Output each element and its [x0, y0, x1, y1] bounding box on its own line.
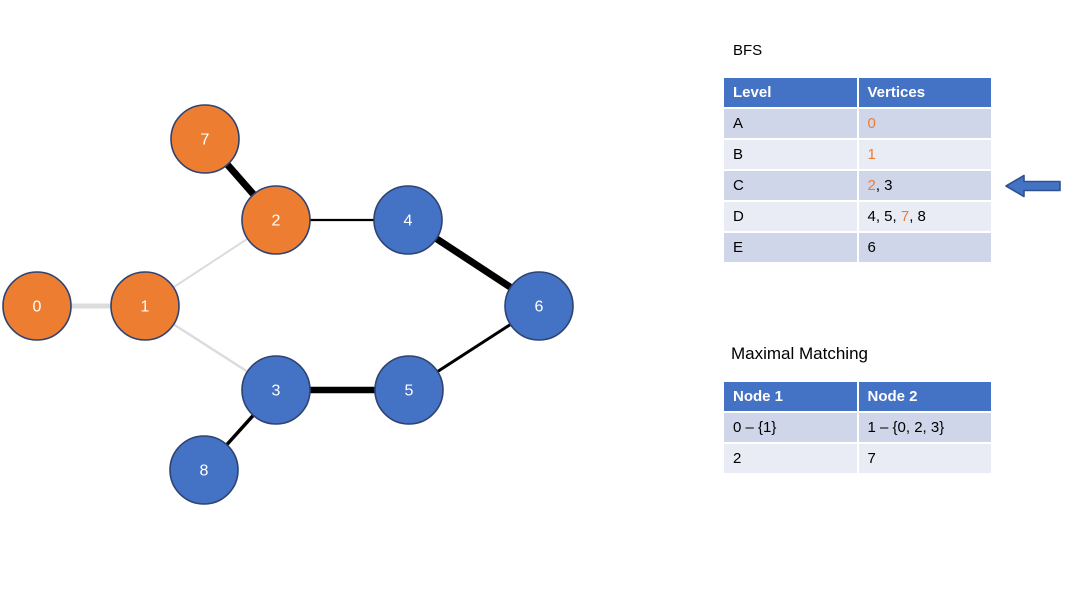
- orange-highlight-text: 1: [867, 146, 876, 163]
- bfs-cell-3-0: D: [724, 201, 859, 233]
- bfs-cell-0-1: 0: [857, 108, 991, 140]
- matching-header-0: Node 1: [724, 382, 859, 413]
- orange-highlight-text: 7: [900, 208, 910, 225]
- graph-node-1: 1: [110, 271, 180, 341]
- graph-node-label-0: 0: [33, 299, 42, 316]
- matching-header-1: Node 2: [857, 382, 991, 413]
- left-arrow-shape: [1005, 174, 1061, 198]
- matching-row-0: 0 – {1}1 – {0, 2, 3}: [724, 412, 991, 444]
- graph-node-2: 2: [241, 185, 311, 255]
- matching-cell-0-1: 1 – {0, 2, 3}: [857, 412, 991, 444]
- graph-node-circle-5: [374, 355, 444, 425]
- graph-node-circle-8: [169, 435, 239, 505]
- graph-node-3: 3: [241, 355, 311, 425]
- graph-node-label-3: 3: [272, 383, 281, 400]
- graph-node-circle-2: [241, 185, 311, 255]
- graph-node-0: 0: [2, 271, 72, 341]
- bfs-cell-0-0: A: [724, 108, 859, 140]
- graph-node-4: 4: [373, 185, 443, 255]
- bfs-header-1: Vertices: [857, 78, 991, 109]
- graph-node-circle-6: [504, 271, 574, 341]
- graph-node-7: 7: [170, 104, 240, 174]
- graph-node-label-1: 1: [141, 299, 150, 316]
- graph-node-circle-4: [373, 185, 443, 255]
- bfs-header-0: Level: [724, 78, 859, 109]
- matching-cell-1-0: 2: [724, 443, 859, 475]
- graph-diagram: 0 1 7 2 3 4 5 6 8: [2, 104, 574, 505]
- graph-node-6: 6: [504, 271, 574, 341]
- bfs-title: BFS: [733, 42, 763, 59]
- matching-cell-0-0: 0 – {1}: [724, 412, 859, 444]
- graph-node-8: 8: [169, 435, 239, 505]
- orange-highlight-text: 0: [867, 115, 876, 132]
- orange-highlight-text: 2: [867, 177, 876, 194]
- left-arrow-icon: [1005, 174, 1061, 198]
- bfs-cell-4-1: 6: [857, 232, 991, 264]
- graph-node-label-6: 6: [535, 299, 544, 316]
- graph-node-label-5: 5: [405, 383, 414, 400]
- matching-cell-1-1: 7: [857, 443, 991, 475]
- graph-node-label-7: 7: [201, 132, 210, 149]
- graph-node-label-4: 4: [404, 213, 413, 230]
- matching-title: Maximal Matching: [731, 344, 868, 363]
- graph-node-circle-0: [2, 271, 72, 341]
- graph-node-circle-3: [241, 355, 311, 425]
- graph-node-5: 5: [374, 355, 444, 425]
- cell-text: , 3: [875, 177, 893, 194]
- graph-node-label-2: 2: [272, 213, 281, 230]
- bfs-cell-2-0: C: [724, 170, 859, 202]
- cell-text: , 8: [909, 208, 926, 225]
- bfs-cell-2-1: 2, 3: [857, 170, 991, 202]
- graph-node-label-8: 8: [200, 463, 209, 480]
- bfs-cell-1-0: B: [724, 139, 859, 171]
- graph-node-circle-7: [170, 104, 240, 174]
- bfs-cell-3-1: 4, 5, 7, 8: [857, 201, 991, 233]
- bfs-cell-1-1: 1: [857, 139, 991, 171]
- graph-node-circle-1: [110, 271, 180, 341]
- bfs-cell-4-0: E: [724, 232, 859, 264]
- cell-text: 4, 5,: [867, 208, 901, 225]
